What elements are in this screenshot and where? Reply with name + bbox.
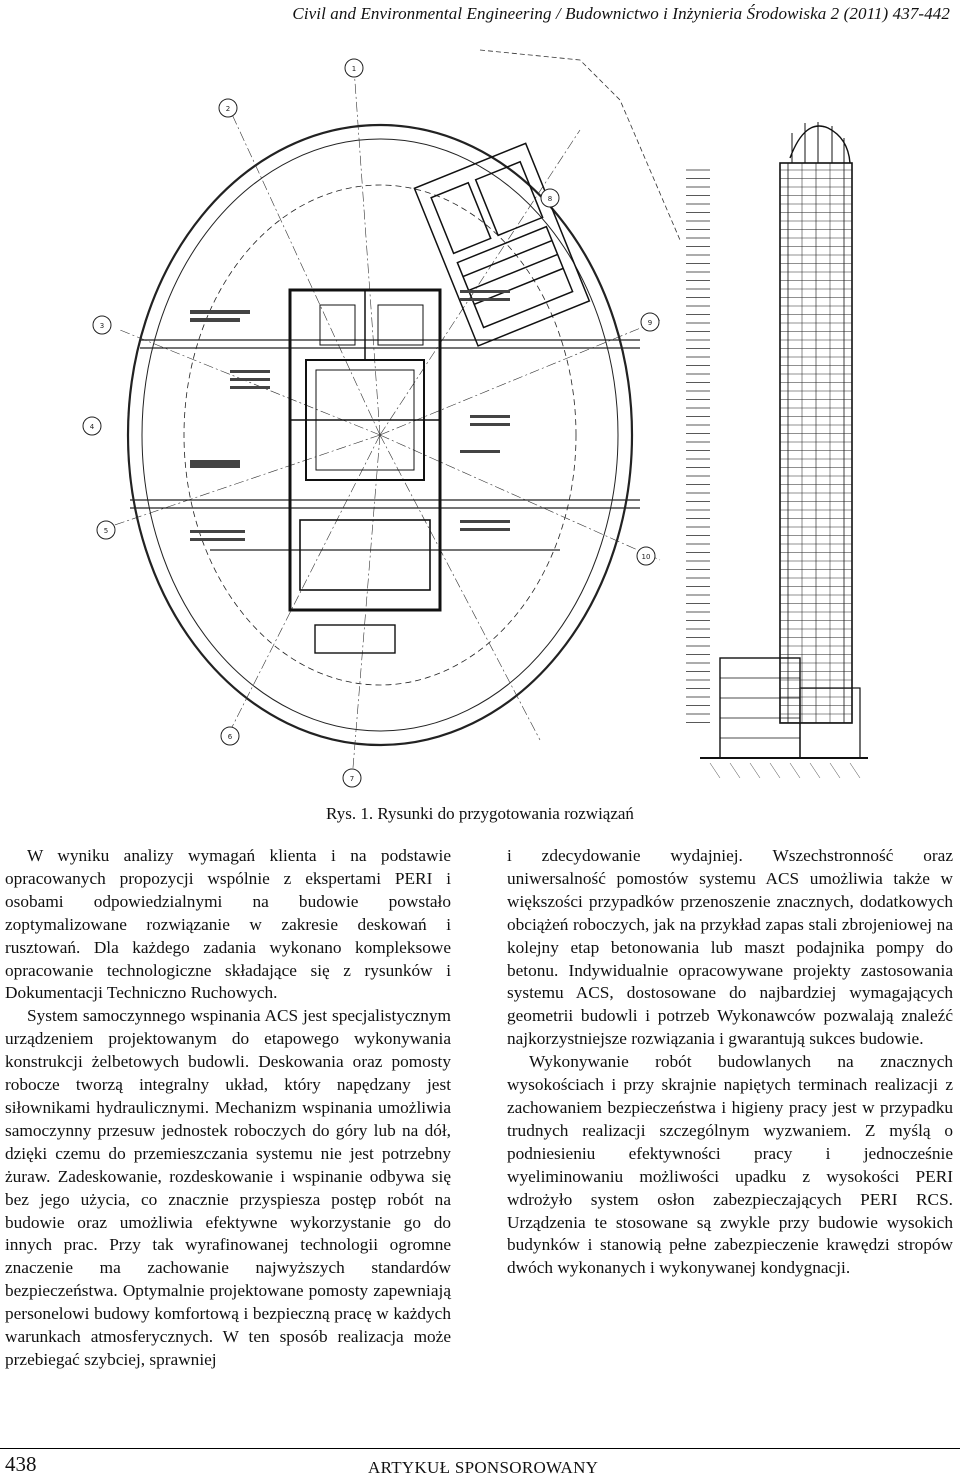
axis-bubble-label: 5: [104, 527, 108, 535]
paragraph: System samoczynnego wspinania ACS jest s…: [5, 1006, 451, 1369]
axis-bubble-label: 6: [228, 733, 233, 741]
page-number: 438: [5, 1452, 37, 1476]
axis-bubble: 5: [96, 520, 116, 540]
axis-bubble-label: 10: [642, 553, 651, 561]
axis-bubble-label: 2: [226, 105, 230, 113]
axis-bubble: 7: [342, 768, 362, 788]
axis-bubble: 1: [344, 58, 364, 78]
paragraph: W wyniku analizy wymagań klienta i na po…: [5, 846, 451, 1003]
axis-bubble: 6: [220, 726, 240, 746]
axis-bubble: 9: [640, 312, 660, 332]
axis-bubble-label: 3: [100, 322, 104, 330]
footer-rule: [0, 1448, 960, 1449]
paragraph: i zdecydowanie wydajniej. Wszechstronnoś…: [507, 846, 953, 1049]
figure-caption: Rys. 1. Rysunki do przygotowania rozwiąz…: [326, 804, 634, 823]
footer-label: ARTYKUŁ SPONSOROWANY: [368, 1458, 599, 1477]
body-right-column: i zdecydowanie wydajniej. Wszechstronnoś…: [507, 845, 953, 1280]
journal-header: Civil and Environmental Engineering / Bu…: [292, 4, 950, 23]
axis-bubble: 2: [218, 98, 238, 118]
tower-elevation-drawing: [686, 122, 868, 779]
floor-plan-drawing: 1 2 3 4 5 6 7 8 9 10: [82, 49, 681, 788]
axis-bubble: 8: [540, 188, 560, 208]
axis-bubble: 10: [636, 546, 656, 566]
axis-bubble: 3: [92, 315, 112, 335]
axis-bubble-label: 1: [352, 65, 356, 73]
body-left-column: W wyniku analizy wymagań klienta i na po…: [5, 845, 451, 1372]
axis-bubble: 4: [82, 416, 102, 436]
axis-bubble-label: 9: [648, 319, 652, 327]
axis-bubble-label: 4: [90, 423, 95, 431]
axis-bubble-label: 7: [350, 775, 354, 783]
paragraph: Wykonywanie robót budowlanych na znaczny…: [507, 1052, 953, 1278]
axis-bubble-label: 8: [548, 195, 552, 203]
